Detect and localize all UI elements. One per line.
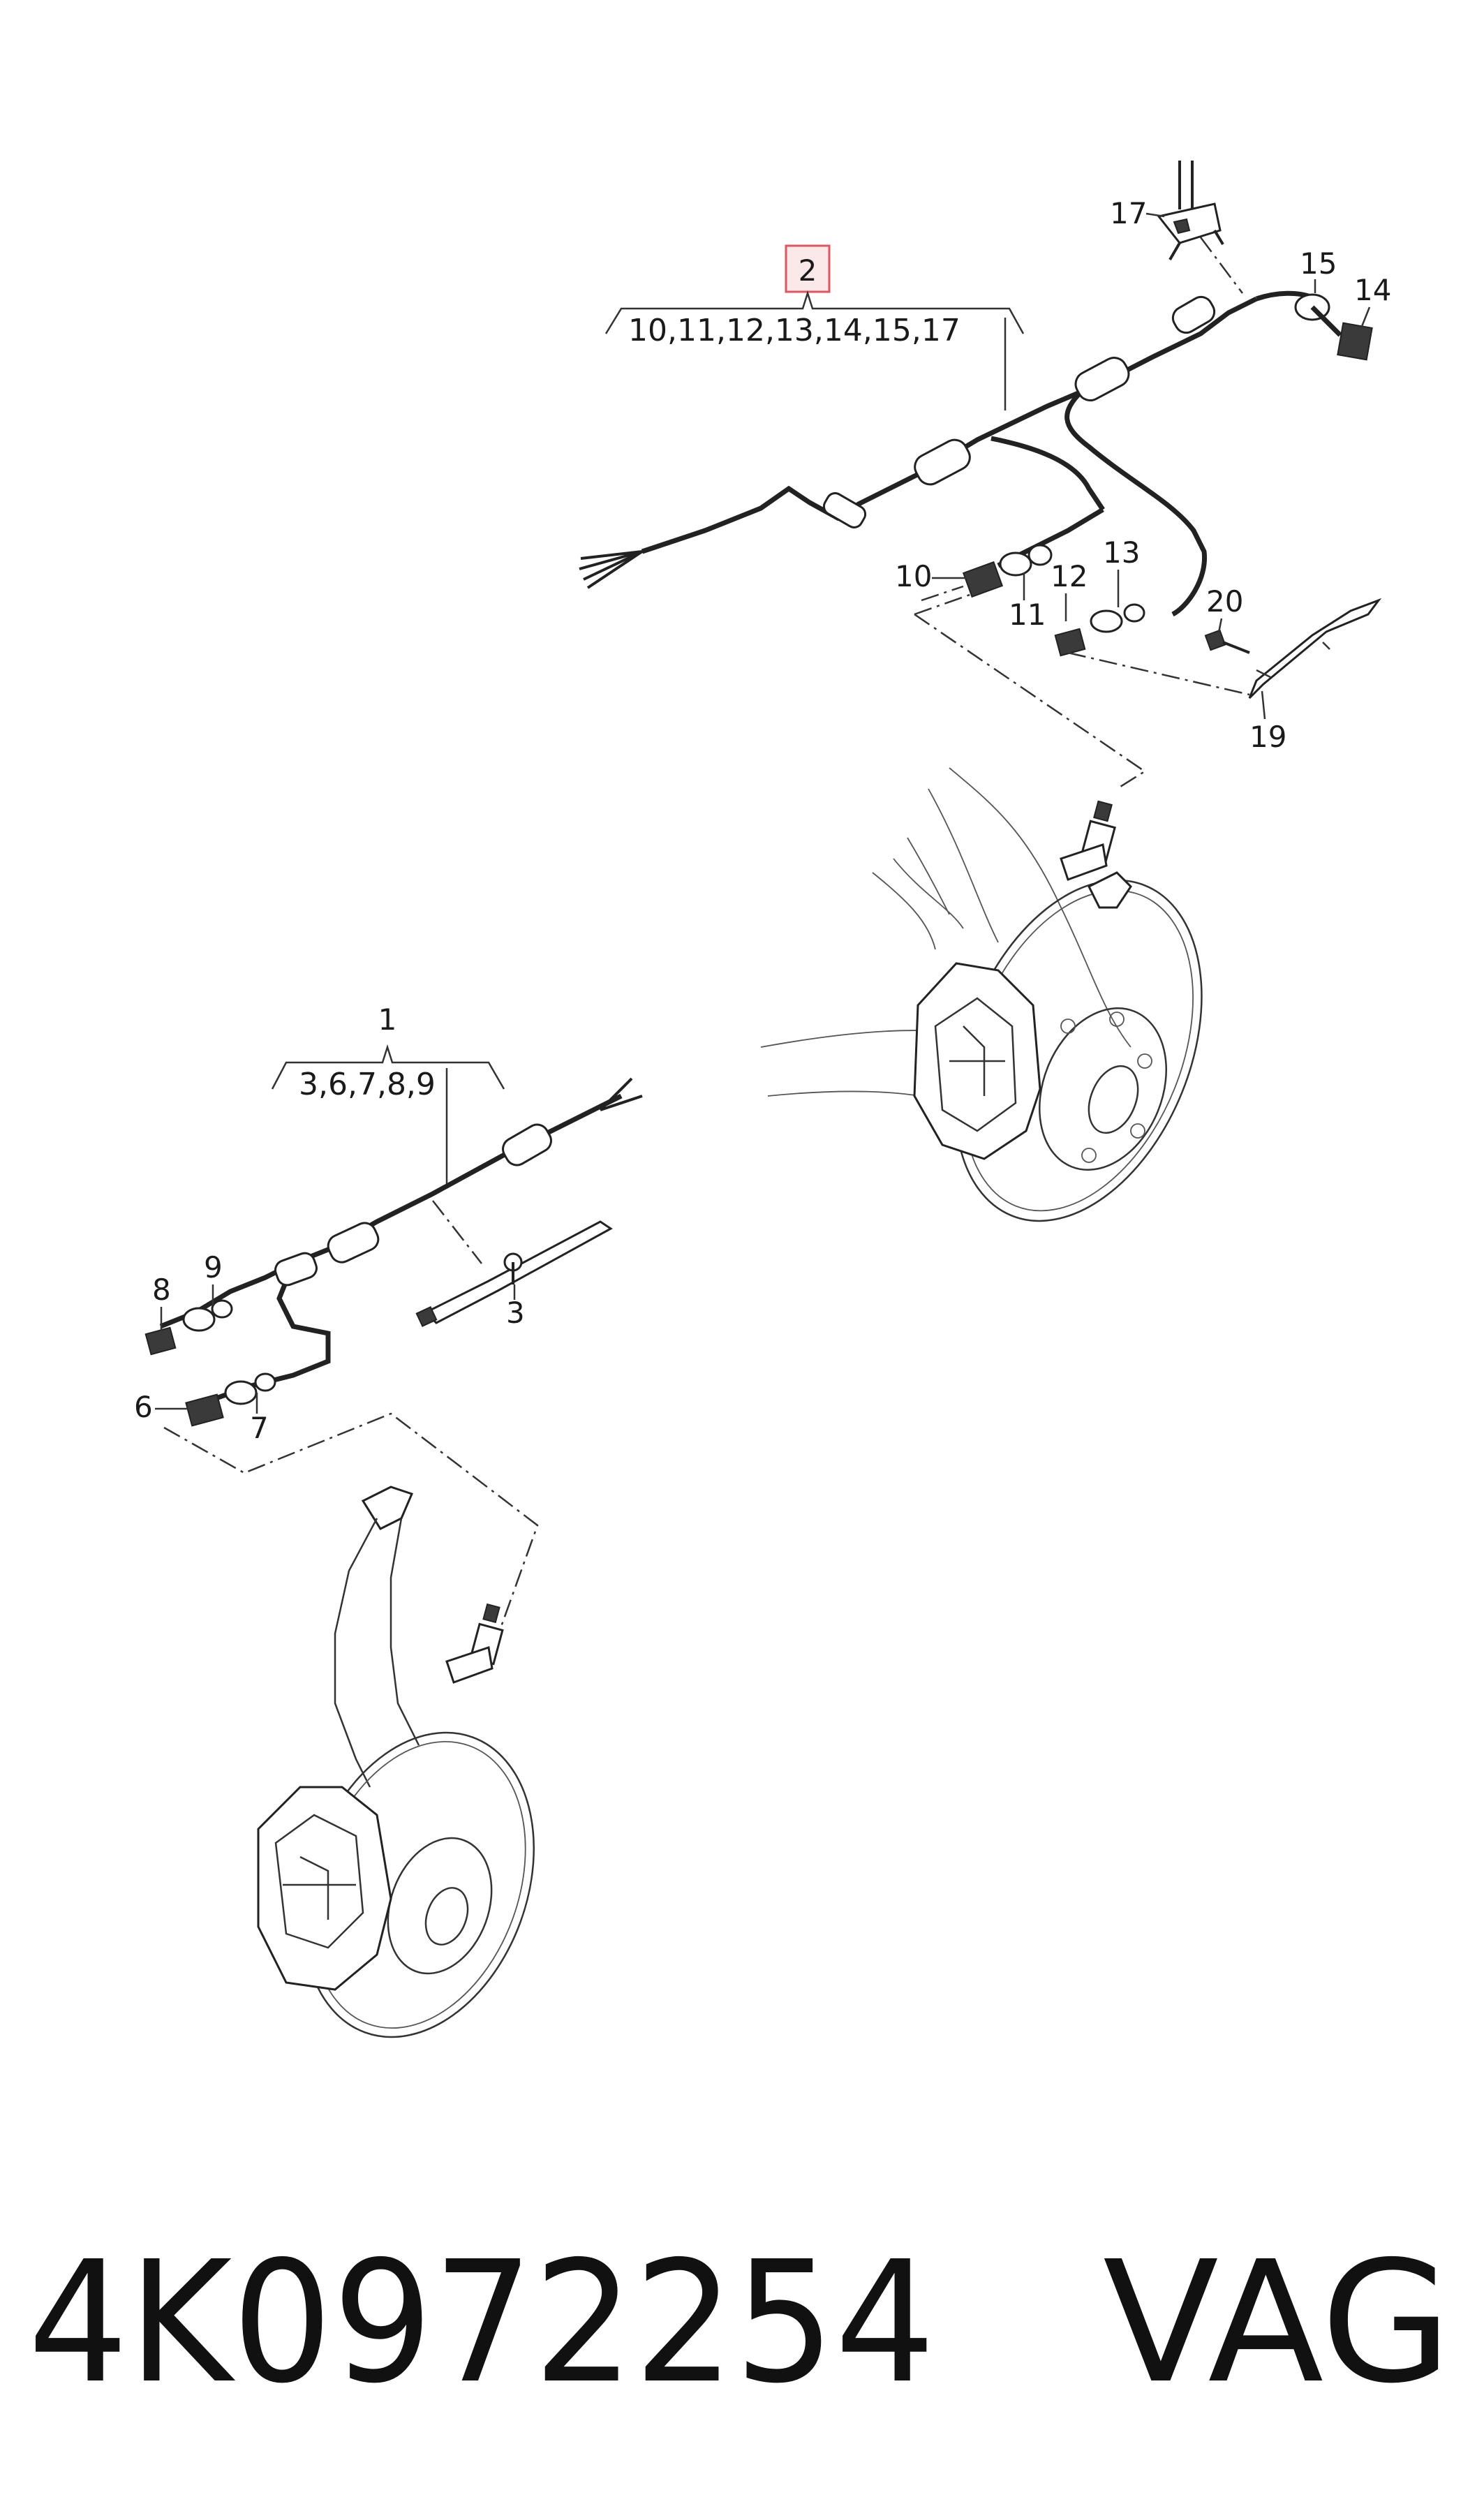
part-number: 4K0972254: [28, 2225, 935, 2420]
callout-labels: 17 15 14 10 11 12 13 20 19 9 8 6 7 3: [134, 196, 1391, 1445]
cable-tie-3-leader: [432, 1200, 482, 1264]
callout-6: 6: [134, 1390, 153, 1424]
callout-13: 13: [1103, 535, 1140, 570]
callout-12: 12: [1051, 559, 1088, 593]
lower-wheel-speed-sensor: [445, 1603, 504, 1684]
clip-17-leader: [1200, 237, 1243, 294]
connector-8-9: [144, 1299, 233, 1356]
sensor-leader-lower: [163, 1412, 539, 1662]
brand-label: VAG: [1103, 2225, 1452, 2420]
connector-10: [962, 544, 1053, 598]
callout-8: 8: [152, 1273, 171, 1307]
callout-2-number: 2: [799, 253, 817, 288]
callout-9: 9: [204, 1250, 223, 1284]
lower-wiring-harness: [144, 1077, 643, 1427]
lower-brake-assembly: [257, 1486, 535, 2038]
footer: 4K0972254 VAG: [28, 2225, 1452, 2420]
connector-14-15: [1294, 293, 1373, 361]
callout-19: 19: [1249, 720, 1286, 754]
callout-15: 15: [1300, 246, 1337, 281]
lower-group: 1 3,6,7,8,9: [144, 1002, 643, 2038]
upper-wheel-speed-sensor: [1060, 800, 1116, 881]
sensor-leader-upper: [914, 592, 1250, 790]
callout-11: 11: [1009, 598, 1046, 632]
callout-3: 3: [506, 1296, 525, 1330]
group-1-bracket: [271, 1044, 505, 1090]
group-1-part-list: 3,6,7,8,9: [299, 1067, 436, 1102]
upper-group: 2 10,11,12,13,14,15,17: [579, 161, 1382, 1222]
bolt-20: [1204, 629, 1250, 654]
clip-17: [1157, 161, 1224, 261]
upper-wiring-harness: [579, 290, 1373, 657]
connector-13: [1054, 603, 1145, 657]
upper-brake-assembly: [760, 767, 1203, 1222]
bracket-19: [1248, 598, 1382, 699]
connector-6-7: [185, 1372, 276, 1427]
callout-20: 20: [1206, 584, 1243, 619]
callout-1-number: 1: [378, 1002, 397, 1037]
group-2-part-list: 10,11,12,13,14,15,17: [628, 313, 960, 348]
callout-10: 10: [895, 559, 932, 593]
group-2-bracket: [604, 290, 1025, 334]
callout-17: 17: [1110, 196, 1147, 230]
callout-7: 7: [250, 1411, 269, 1445]
cable-tie-3: [415, 1220, 613, 1328]
callout-14: 14: [1354, 273, 1391, 307]
